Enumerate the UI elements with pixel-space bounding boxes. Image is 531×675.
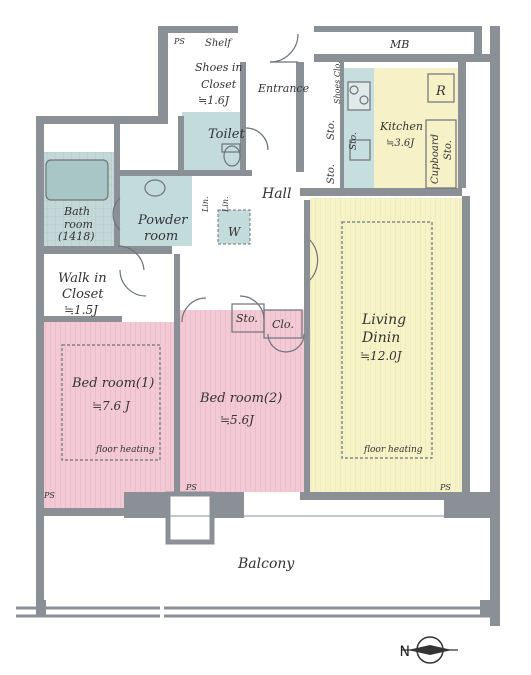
sto-kitchen-label: Sto. xyxy=(349,132,359,150)
shoes-closet-label-2: Closet xyxy=(201,78,237,91)
clo-label: Clo. xyxy=(272,318,294,331)
powder-label-2: room xyxy=(144,229,178,244)
powder-room-floor xyxy=(118,174,192,246)
shoes-closet-area: ≒1.6J xyxy=(198,94,230,107)
balcony-rail xyxy=(16,515,500,618)
toilet-label: Toilet xyxy=(208,127,245,142)
linen-label-1: Lin. xyxy=(201,196,210,213)
washer-area xyxy=(217,209,251,245)
cupboard-label: Cupboard xyxy=(430,134,441,184)
floor-heating-living: floor heating xyxy=(363,445,423,455)
living-label-2: Dinin xyxy=(361,330,400,346)
bedroom-2-floor xyxy=(180,310,304,492)
walkin-label-2: Closet xyxy=(62,287,104,302)
compass-icon: N xyxy=(400,636,458,664)
bath-label-1: Bath xyxy=(63,205,90,218)
bedroom-1-label: Bed room(1) xyxy=(71,376,154,391)
door-swings xyxy=(112,33,319,353)
shoes-closet-label-1: Shoes in xyxy=(195,61,243,74)
compass-label: N xyxy=(400,644,410,660)
entrance-label: Entrance xyxy=(257,82,310,95)
bathtub xyxy=(45,159,109,201)
sto-label-1: Sto. xyxy=(326,120,337,140)
kitchen-label: Kitchen xyxy=(379,120,423,133)
bedroom-2-label: Bed room(2) xyxy=(199,391,282,406)
ps-label-living: PS xyxy=(439,483,451,492)
walkin-area: ≒1.5J xyxy=(64,303,99,317)
sto-hall-label: Sto. xyxy=(236,312,258,325)
powder-label-1: Powder xyxy=(137,213,188,228)
toilet-floor xyxy=(182,112,242,174)
shoes-clo-label: Shoes Clo. xyxy=(333,61,342,104)
balcony-label: Balcony xyxy=(237,556,295,572)
ps-label-bed2: PS xyxy=(185,483,197,492)
bedroom-1-floor xyxy=(44,322,174,512)
cupboard-sto-label: Sto. xyxy=(443,140,454,160)
shelf-label: Shelf xyxy=(205,38,233,49)
living-area: ≒12.0J xyxy=(360,349,403,363)
bath-size: (1418) xyxy=(58,230,95,243)
fixtures xyxy=(61,73,457,461)
floor-heating-bed1: floor heating xyxy=(95,445,155,455)
kitchen-area: ≒3.6J xyxy=(386,138,415,149)
linen-label-2: Lin. xyxy=(221,196,230,213)
walkin-label-1: Walk in xyxy=(58,271,107,286)
walls xyxy=(36,26,500,626)
sto-label-2: Sto. xyxy=(326,164,337,184)
ps-label-top: PS xyxy=(173,37,185,46)
hall-label: Hall xyxy=(261,186,292,202)
ps-label-bed1: PS xyxy=(43,491,55,500)
refrigerator-label: R xyxy=(435,84,446,99)
bedroom-2-area: ≒5.6J xyxy=(220,413,255,427)
washer-label: W xyxy=(228,225,242,239)
living-floor xyxy=(310,198,462,494)
mb-label: MB xyxy=(389,38,409,51)
kitchen-floor xyxy=(374,68,458,190)
bedroom-1-area: ≒7.6 J xyxy=(92,399,131,413)
bath-label-2: room xyxy=(64,218,93,231)
living-label-1: Living xyxy=(361,312,406,328)
